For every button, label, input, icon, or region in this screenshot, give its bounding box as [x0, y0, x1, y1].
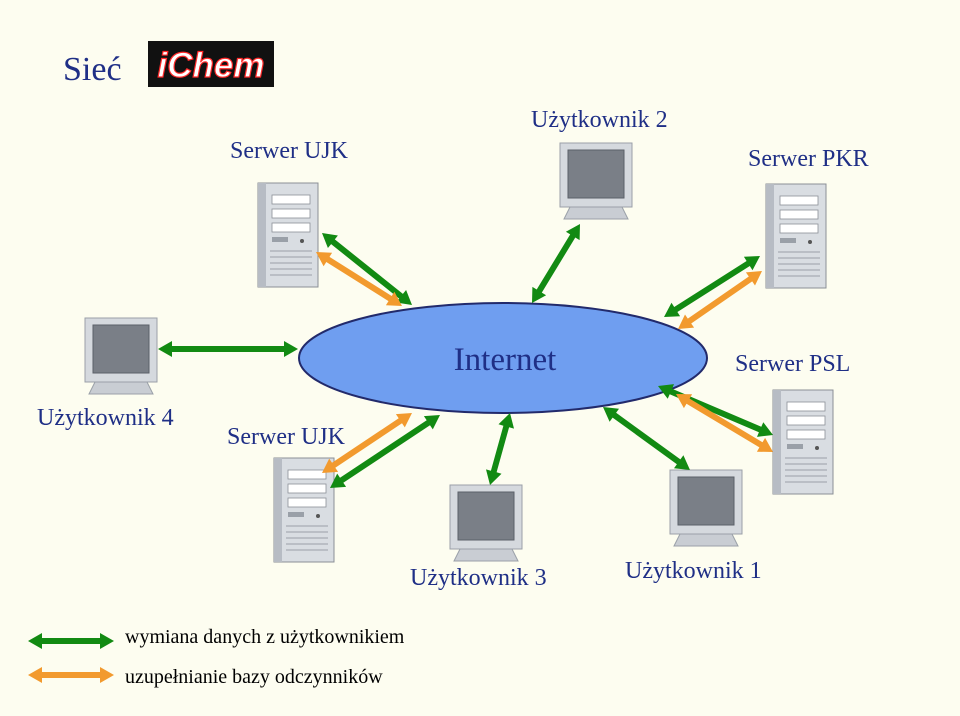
monitor-icon [669, 469, 743, 547]
exchange-arrow [486, 413, 514, 485]
page-title: Sieć [63, 51, 122, 88]
legend-exchange-arrow [28, 633, 114, 649]
internet-label: Internet [454, 342, 557, 378]
server-icon [273, 457, 335, 563]
internet-cloud [298, 302, 708, 414]
exchange-arrow [322, 233, 412, 305]
server-icon [772, 389, 834, 495]
node-label-serwer-pkr: Serwer PKR [748, 146, 869, 172]
monitor-icon [559, 142, 633, 220]
legend-update-label: uzupełnianie bazy odczynników [125, 666, 383, 688]
monitor-icon [84, 317, 158, 395]
exchange-arrow [658, 384, 773, 437]
server-icon [765, 183, 827, 289]
node-label-serwer-ujk-bottom: Serwer UJK [227, 424, 346, 450]
node-label-serwer-psl: Serwer PSL [735, 351, 850, 377]
ichem-logo: iChem [148, 41, 274, 87]
update-arrow [678, 271, 762, 329]
exchange-arrow [664, 256, 760, 317]
monitor-icon [449, 484, 523, 562]
legend-update-arrow [28, 667, 114, 683]
legend-exchange-label: wymiana danych z użytkownikiem [125, 626, 405, 648]
node-label-uzytkownik-2: Użytkownik 2 [531, 107, 668, 133]
exchange-arrow [532, 224, 580, 303]
exchange-arrow [330, 415, 440, 488]
node-label-uzytkownik-4: Użytkownik 4 [37, 405, 174, 431]
connection-arrows [158, 224, 773, 488]
node-label-uzytkownik-3: Użytkownik 3 [410, 565, 547, 591]
exchange-arrow [158, 341, 298, 357]
logo-text: iChem [158, 46, 265, 85]
node-label-serwer-ujk-top: Serwer UJK [230, 138, 349, 164]
legend: wymiana danych z użytkownikiem uzupełnia… [28, 626, 405, 688]
exchange-arrow [603, 407, 690, 470]
update-arrow [316, 252, 402, 306]
update-arrow [676, 394, 773, 452]
update-arrow [322, 413, 412, 473]
server-icon [257, 182, 319, 288]
node-label-uzytkownik-1: Użytkownik 1 [625, 558, 762, 584]
